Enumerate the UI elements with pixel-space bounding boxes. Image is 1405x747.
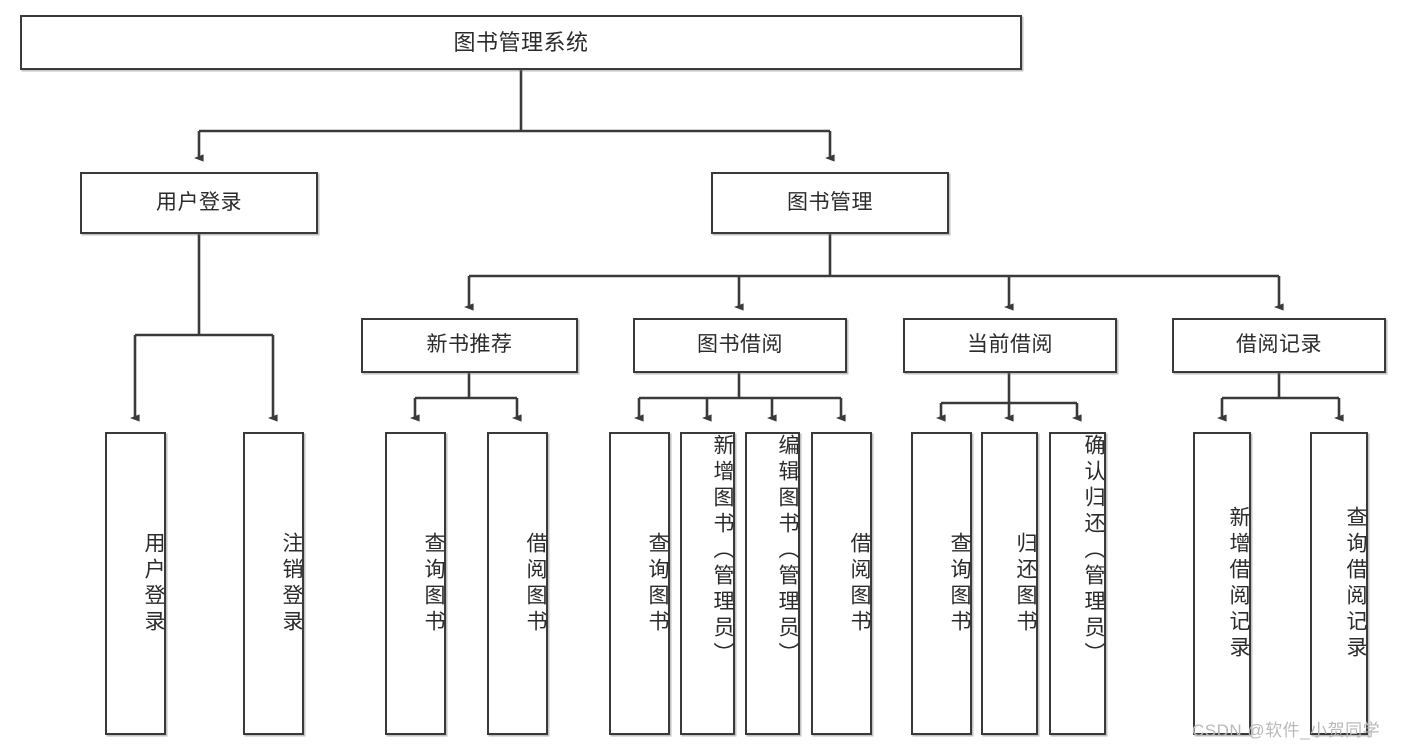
node-book-borrow-label: 图书借阅 bbox=[697, 333, 783, 357]
node-leaf-edit-book-admin[interactable]: 编辑图书（管理员） bbox=[745, 432, 800, 735]
node-borrow-record-label: 借阅记录 bbox=[1236, 333, 1322, 357]
node-leaf-borrow-query-book-label: 查询图书 bbox=[646, 531, 669, 636]
node-leaf-user-login[interactable]: 用户登录 bbox=[105, 432, 166, 735]
node-leaf-borrow-book[interactable]: 借阅图书 bbox=[811, 432, 872, 735]
node-leaf-logout-label: 注销登录 bbox=[280, 531, 303, 636]
node-book-management[interactable]: 图书管理 bbox=[711, 172, 949, 234]
node-leaf-user-login-label: 用户登录 bbox=[142, 531, 165, 636]
node-borrow-record[interactable]: 借阅记录 bbox=[1172, 318, 1386, 373]
node-new-book-recommend[interactable]: 新书推荐 bbox=[361, 318, 578, 373]
node-root-book-management-system[interactable]: 图书管理系统 bbox=[20, 15, 1022, 70]
node-current-borrow-label: 当前借阅 bbox=[967, 333, 1053, 357]
node-leaf-logout[interactable]: 注销登录 bbox=[243, 432, 304, 735]
node-new-book-recommend-label: 新书推荐 bbox=[426, 333, 513, 357]
node-leaf-edit-book-admin-label: 编辑图书（管理员） bbox=[776, 434, 799, 668]
node-leaf-confirm-return-admin-label: 确认归还（管理员） bbox=[1082, 434, 1105, 668]
node-leaf-newbook-query-book[interactable]: 查询图书 bbox=[385, 432, 446, 735]
node-leaf-return-book[interactable]: 归还图书 bbox=[981, 432, 1038, 735]
node-leaf-add-book-admin-label: 新增图书（管理员） bbox=[711, 434, 734, 668]
node-leaf-confirm-return-admin[interactable]: 确认归还（管理员） bbox=[1049, 432, 1106, 735]
node-root-label: 图书管理系统 bbox=[453, 29, 589, 55]
node-leaf-current-query-book[interactable]: 查询图书 bbox=[911, 432, 972, 735]
node-user-login[interactable]: 用户登录 bbox=[80, 172, 318, 234]
node-leaf-borrow-query-book[interactable]: 查询图书 bbox=[609, 432, 670, 735]
node-leaf-query-borrow-record-label: 查询借阅记录 bbox=[1344, 505, 1367, 662]
node-leaf-current-query-book-label: 查询图书 bbox=[948, 531, 971, 636]
node-leaf-query-borrow-record[interactable]: 查询借阅记录 bbox=[1310, 432, 1368, 735]
node-user-login-label: 用户登录 bbox=[156, 190, 242, 214]
node-leaf-add-borrow-record-label: 新增借阅记录 bbox=[1227, 505, 1250, 662]
node-leaf-newbook-borrow-book-label: 借阅图书 bbox=[524, 531, 547, 636]
node-book-borrow[interactable]: 图书借阅 bbox=[633, 318, 847, 373]
node-leaf-add-borrow-record[interactable]: 新增借阅记录 bbox=[1193, 432, 1251, 735]
node-leaf-add-book-admin[interactable]: 新增图书（管理员） bbox=[680, 432, 735, 735]
node-leaf-return-book-label: 归还图书 bbox=[1014, 531, 1037, 636]
node-leaf-newbook-query-book-label: 查询图书 bbox=[422, 531, 445, 636]
node-leaf-newbook-borrow-book[interactable]: 借阅图书 bbox=[487, 432, 548, 735]
node-leaf-borrow-book-label: 借阅图书 bbox=[848, 531, 871, 636]
node-book-management-label: 图书管理 bbox=[787, 190, 873, 214]
node-current-borrow[interactable]: 当前借阅 bbox=[903, 318, 1117, 373]
